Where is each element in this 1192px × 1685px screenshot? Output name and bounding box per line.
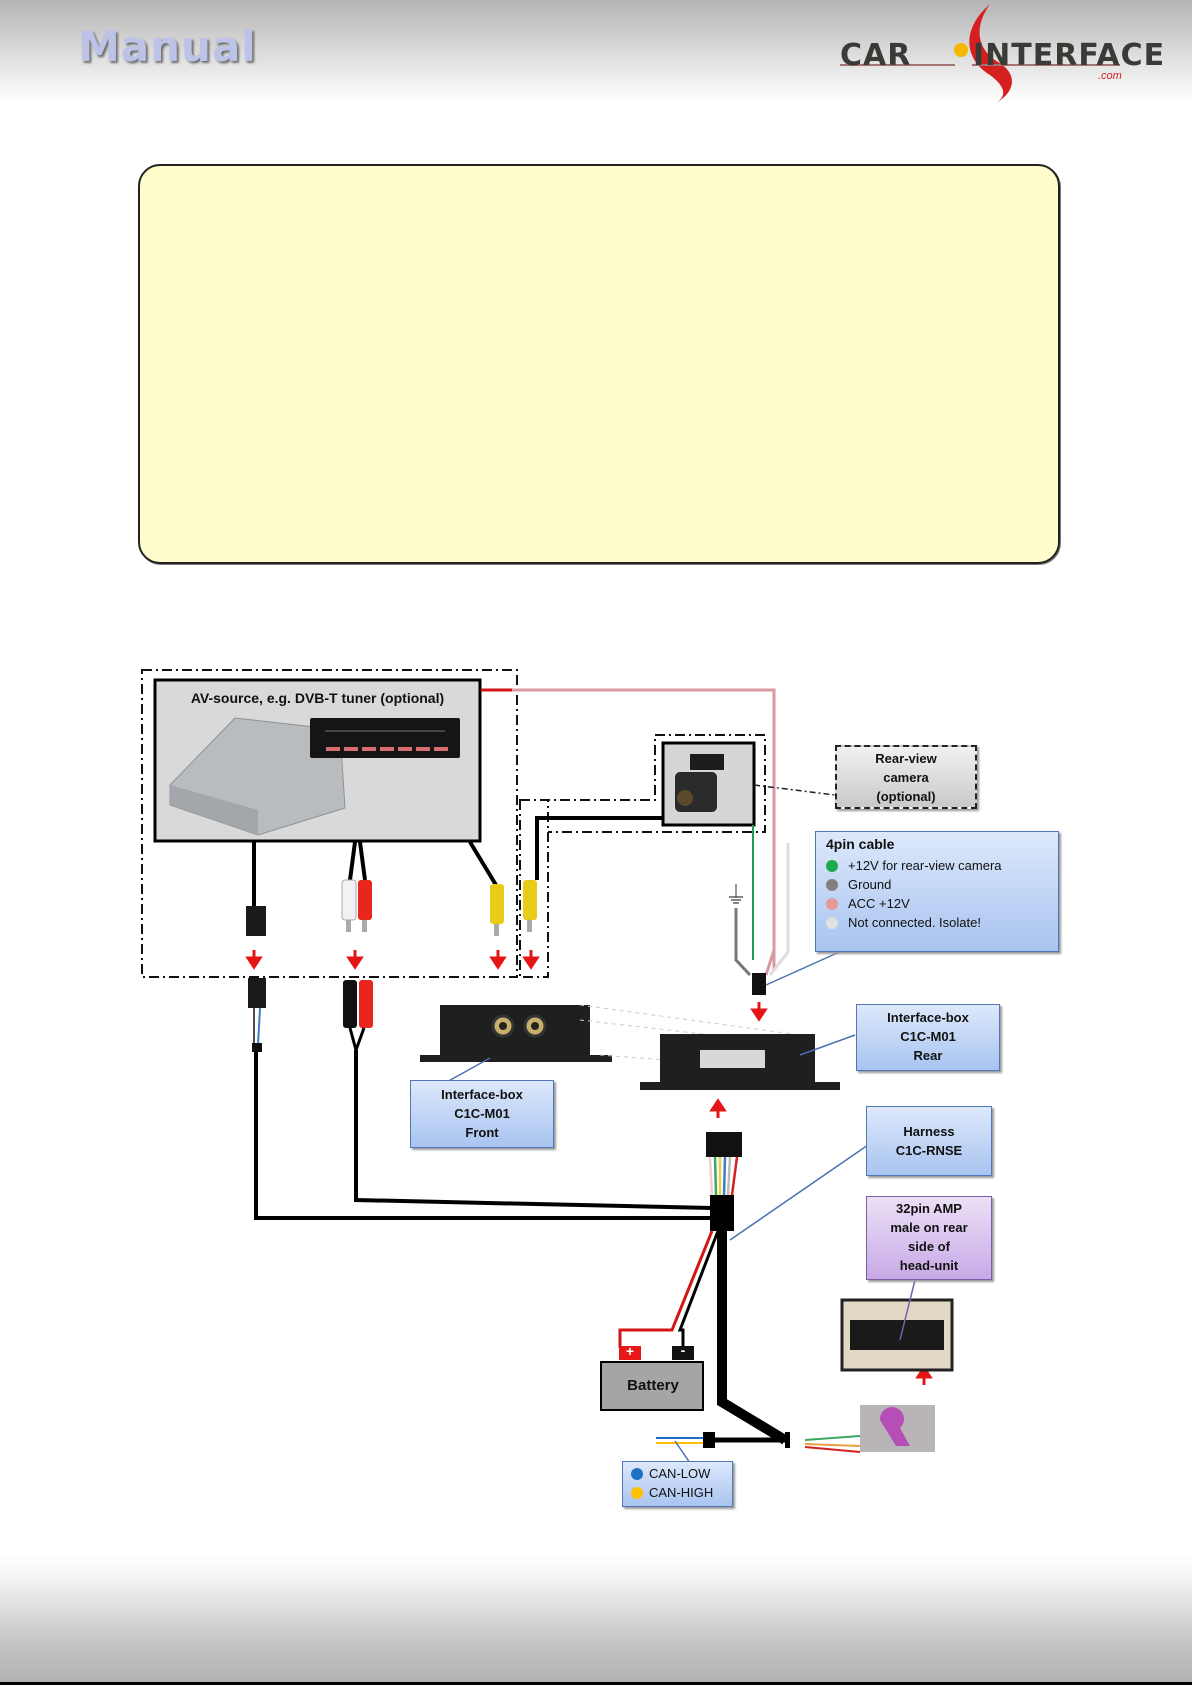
note-box (138, 164, 1060, 564)
can-legend: CAN-LOW CAN-HIGH (622, 1461, 733, 1507)
interface-front-label-line: Interface-box (441, 1087, 523, 1102)
rear-camera-label-line: camera (883, 770, 929, 785)
page-footer (0, 1555, 1192, 1682)
logo-text-car: CAR (840, 38, 912, 73)
amp-connector-label-line: side of (908, 1239, 950, 1254)
4pin-cable-title: 4pin cable (826, 836, 895, 852)
battery-plus-terminal (619, 1346, 641, 1360)
wire-ground (734, 908, 752, 977)
light-grey-dot-icon (826, 916, 838, 929)
manual-title: Manual (78, 22, 257, 71)
interface-rear-label-line: Interface-box (887, 1010, 969, 1025)
legend-label: CAN-HIGH (649, 1485, 714, 1500)
legend-item: Not connected. Isolate! (826, 913, 1048, 932)
legend-label: CAN-LOW (649, 1466, 711, 1481)
rca-black-female (343, 980, 357, 1028)
battery-box (600, 1361, 704, 1411)
audio-wire (354, 1050, 713, 1210)
car-interface-logo: CAR INTERFACE .com (840, 0, 1164, 115)
grey-dot-icon (826, 878, 838, 891)
legend-item: Ground (826, 875, 1048, 894)
power-connector-female (248, 978, 266, 1008)
interface-rear-label: Interface-box C1C-M01 Rear (856, 1004, 1000, 1071)
interface-front-image (420, 1005, 612, 1062)
rca-red-male (358, 880, 372, 920)
rca-yellow-male-1 (490, 884, 504, 924)
green-dot-icon (826, 859, 838, 872)
harness-molex-connector (706, 1132, 742, 1157)
amp-connector-label-line: head-unit (899, 1258, 959, 1273)
rear-camera-label: Rear-view camera (optional) (835, 745, 977, 809)
power-wire (254, 1052, 712, 1220)
interface-rear-port (700, 1050, 765, 1068)
harness-label-line: Harness (903, 1124, 955, 1139)
legend-item: ACC +12V (826, 894, 1048, 913)
blue-dot-icon (631, 1467, 643, 1480)
harness-main-cable (717, 1231, 788, 1445)
legend-item: +12V for rear-view camera (826, 856, 1048, 875)
logo-swoosh-icon (840, 4, 1120, 106)
interface-front-label-line: Front (465, 1125, 499, 1140)
camera-frame (520, 734, 766, 833)
legend-label: Not connected. Isolate! (848, 915, 981, 930)
amp-connector-label-line: male on rear (890, 1220, 968, 1235)
wire-not-connected (768, 843, 790, 976)
logo-suffix: .com (1098, 70, 1122, 82)
pink-dot-icon (826, 897, 838, 910)
legend-label: Ground (848, 877, 892, 892)
logo-text-interface: INTERFACE (973, 38, 1166, 73)
rca-white-male (341, 879, 357, 921)
battery-label: Battery (627, 1377, 679, 1394)
battery-plus-sign: + (625, 1343, 635, 1359)
battery-minus-terminal (672, 1346, 694, 1360)
amp-connector-label-line: 32pin AMP (896, 1201, 962, 1216)
rear-camera-label-line: (optional) (876, 789, 936, 804)
interface-rear-label-line: C1C-M01 (900, 1029, 956, 1044)
power-connector-male (246, 906, 266, 936)
4pin-cable-legend: 4pin cable +12V for rear-view camera Gro… (815, 831, 1059, 952)
av-source-frame (141, 669, 518, 978)
interface-front-label-line: C1C-M01 (454, 1106, 510, 1121)
legend-item: CAN-LOW (631, 1464, 724, 1483)
battery-minus-sign: - (680, 1342, 686, 1358)
rca-yellow-male-2 (523, 880, 537, 920)
av-source-title: AV-source, e.g. DVB-T tuner (optional) (190, 690, 445, 706)
footer-rule (0, 1682, 1192, 1685)
harness-sleeve (710, 1195, 734, 1231)
4pin-connector (752, 973, 766, 995)
rca-red-female (359, 980, 373, 1028)
legend-item: CAN-HIGH (631, 1483, 724, 1502)
dvd-player-image (310, 718, 460, 758)
harness-label: Harness C1C-RNSE (866, 1106, 992, 1176)
amp-connector-label: 32pin AMP male on rear side of head-unit (866, 1196, 992, 1280)
legend-label: ACC +12V (848, 896, 910, 911)
rear-camera-label-line: Rear-view (875, 751, 937, 766)
harness-label-line: C1C-RNSE (895, 1143, 963, 1158)
interface-rear-label-line: Rear (913, 1048, 943, 1063)
acc-wire (512, 688, 776, 970)
interface-front-label: Interface-box C1C-M01 Front (410, 1080, 554, 1148)
legend-label: +12V for rear-view camera (848, 858, 1002, 873)
yellow-dot-icon (631, 1486, 643, 1499)
